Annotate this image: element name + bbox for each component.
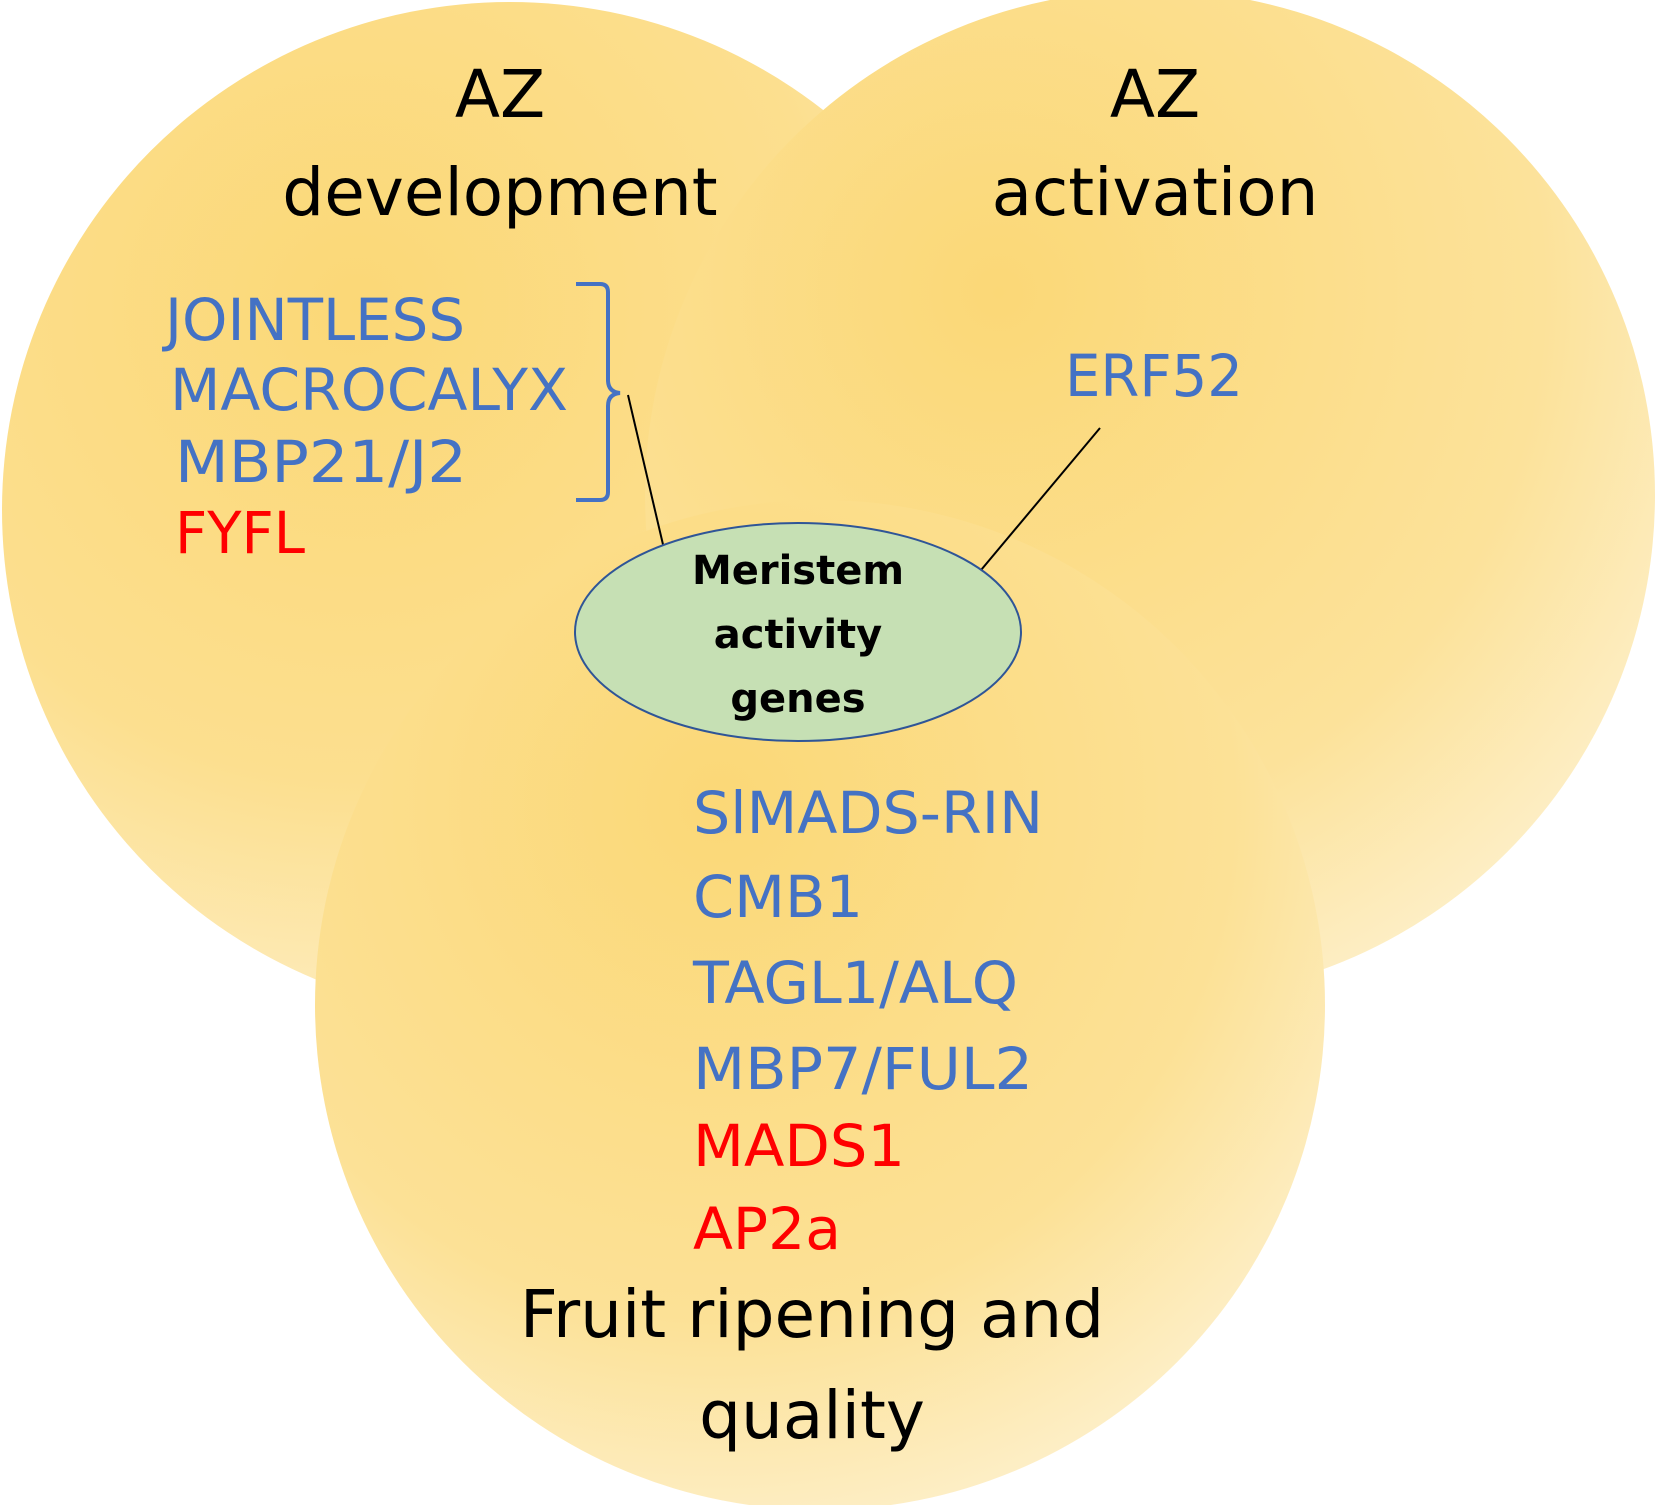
title-activation-line2: activation xyxy=(992,154,1319,231)
gene-fyfl: FYFL xyxy=(175,499,305,567)
title-development-line1: AZ xyxy=(455,56,545,133)
gene-jointless: JOINTLESS xyxy=(162,286,465,354)
circle-fruit-ripening xyxy=(315,500,1325,1505)
meristem-label-line2: activity xyxy=(714,612,883,658)
meristem-ellipse xyxy=(574,522,1022,742)
title-ripening-line1: Fruit ripening and xyxy=(520,1276,1104,1353)
gene-cmb1: CMB1 xyxy=(693,863,863,931)
gene-macrocalyx: MACROCALYX xyxy=(170,356,568,424)
gene-erf52: ERF52 xyxy=(1065,342,1243,410)
gene-group-bracket xyxy=(576,282,621,502)
title-development-line2: development xyxy=(282,154,717,231)
gene-slmads-rin: SlMADS-RIN xyxy=(693,779,1043,847)
arrow-erf52-to-meristem xyxy=(965,427,1101,590)
meristem-label-line1: Meristem xyxy=(692,548,904,594)
gene-tagl1-alq: TAGL1/ALQ xyxy=(692,949,1018,1017)
gene-mbp21-j2: MBP21/J2 xyxy=(175,428,467,496)
gene-ap2a: AP2a xyxy=(693,1195,841,1263)
gene-mbp7-ful2: MBP7/FUL2 xyxy=(693,1035,1033,1103)
gene-mads1: MADS1 xyxy=(693,1112,905,1180)
title-activation-line1: AZ xyxy=(1110,56,1200,133)
title-ripening-line2: quality xyxy=(699,1377,925,1454)
meristem-label-line3: genes xyxy=(730,676,865,722)
